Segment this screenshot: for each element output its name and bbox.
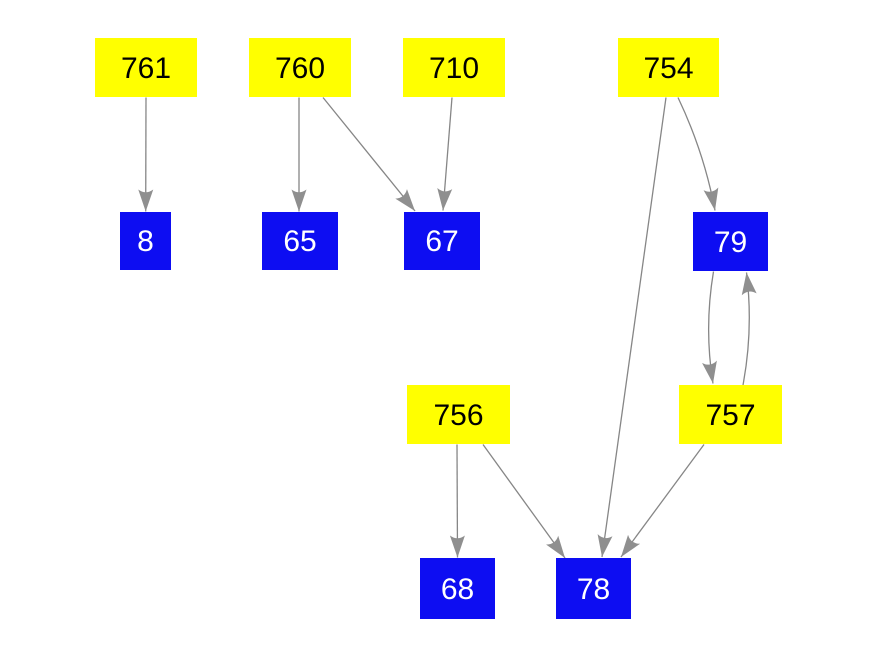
edge-756-78 [482,444,566,559]
edge-760-67 [322,97,416,212]
graph-node-67: 67 [404,212,480,270]
edge-79-757 [702,271,717,384]
graph-node-760: 760 [249,38,351,97]
graph-node-710: 710 [403,38,505,97]
edge-757-78 [620,444,705,558]
graph-node-65: 65 [262,212,338,270]
graph-node-78: 78 [556,558,631,619]
graph-node-757: 757 [679,385,782,444]
edge-756-68 [449,444,465,558]
graph-node-79: 79 [693,212,768,271]
graph-node-754: 754 [618,38,719,97]
graph-node-68: 68 [420,558,495,619]
edge-710-67 [437,97,453,211]
edge-754-79 [677,97,719,211]
edge-754-78 [597,97,667,558]
edge-757-79 [741,272,757,386]
graph-node-756: 756 [407,385,510,444]
graph-node-8: 8 [120,212,171,270]
graph-node-761: 761 [95,38,197,97]
